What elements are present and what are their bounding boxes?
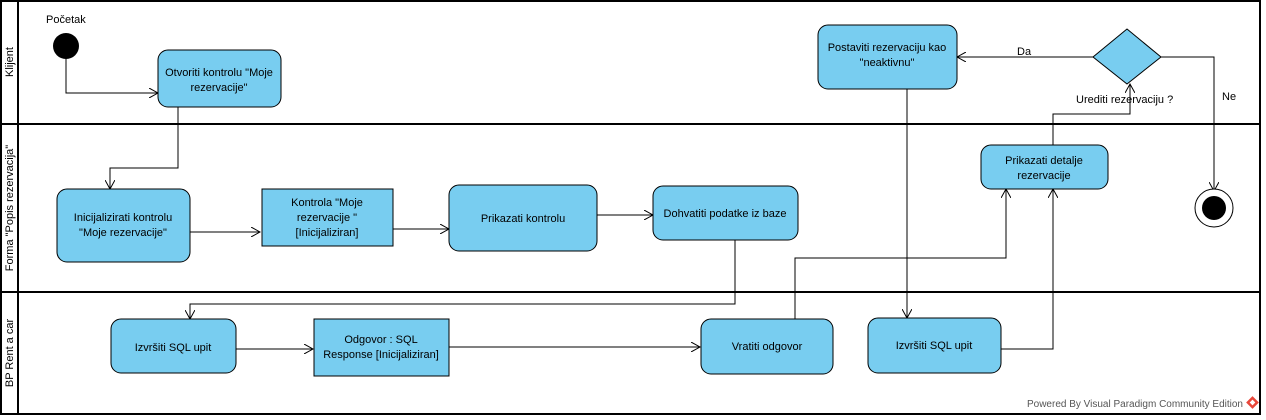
action-inicijalizirati-kontrolu: Inicijalizirati kontrolu"Moje rezervacij… xyxy=(56,188,191,263)
decision-guard-label: Urediti rezervaciju ? xyxy=(1076,94,1173,106)
lane-title-forma: Forma "Popis rezervacija" xyxy=(4,145,16,271)
decision-node xyxy=(1092,28,1162,85)
edge-vratiti-detalje xyxy=(794,189,1006,319)
decision-no-label: Ne xyxy=(1222,91,1236,103)
edge-start-otvoriti xyxy=(65,58,158,93)
action-prikazati-kontrolu: Prikazati kontrolu xyxy=(448,184,598,252)
start-label: Početak xyxy=(46,14,86,26)
svg-text:Dohvatiti podatke iz baze: Dohvatiti podatke iz baze xyxy=(664,208,787,220)
decision-yes-label: Da xyxy=(1017,46,1032,58)
svg-text:Izvršiti SQL upit: Izvršiti SQL upit xyxy=(896,340,973,352)
action-izvrsiti-sql-upit-2: Izvršiti SQL upit xyxy=(867,317,1002,374)
action-dohvatiti-podatke: Dohvatiti podatke iz baze xyxy=(652,185,799,241)
footer-text: Powered By Visual Paradigm Community Edi… xyxy=(1027,399,1243,410)
end-node xyxy=(1194,188,1234,228)
edge-otvoriti-inicijalizirati xyxy=(110,107,179,189)
edge-decision-end xyxy=(1161,56,1214,191)
svg-text:Postaviti rezervaciju kao"neak: Postaviti rezervaciju kao"neaktivnu" xyxy=(828,42,947,69)
svg-text:Prikazati kontrolu: Prikazati kontrolu xyxy=(481,213,565,225)
action-izvrsiti-sql-upit-1: Izvršiti SQL upit xyxy=(110,318,237,374)
lane-title-bp: BP Rent a car xyxy=(4,319,16,388)
action-vratiti-odgovor: Vratiti odgovor xyxy=(700,318,834,375)
svg-text:Inicijalizirati kontrolu"Moje: Inicijalizirati kontrolu"Moje rezervacij… xyxy=(74,212,172,239)
vp-logo-icon xyxy=(1246,396,1259,409)
svg-text:Vratiti odgovor: Vratiti odgovor xyxy=(732,341,803,353)
edge-detalje-decision xyxy=(1052,84,1130,145)
action-postaviti-rezervaciju: Postaviti rezervaciju kao"neaktivnu" xyxy=(817,24,958,90)
edges xyxy=(65,56,1214,350)
svg-text:Izvršiti SQL upit: Izvršiti SQL upit xyxy=(135,342,212,354)
edge-izvrsiti2-detalje xyxy=(1001,189,1053,350)
start-node xyxy=(53,33,79,59)
edge-dohvatiti-izvrsiti1 xyxy=(190,240,736,319)
lane-title-klijent: Klijent xyxy=(4,47,16,77)
